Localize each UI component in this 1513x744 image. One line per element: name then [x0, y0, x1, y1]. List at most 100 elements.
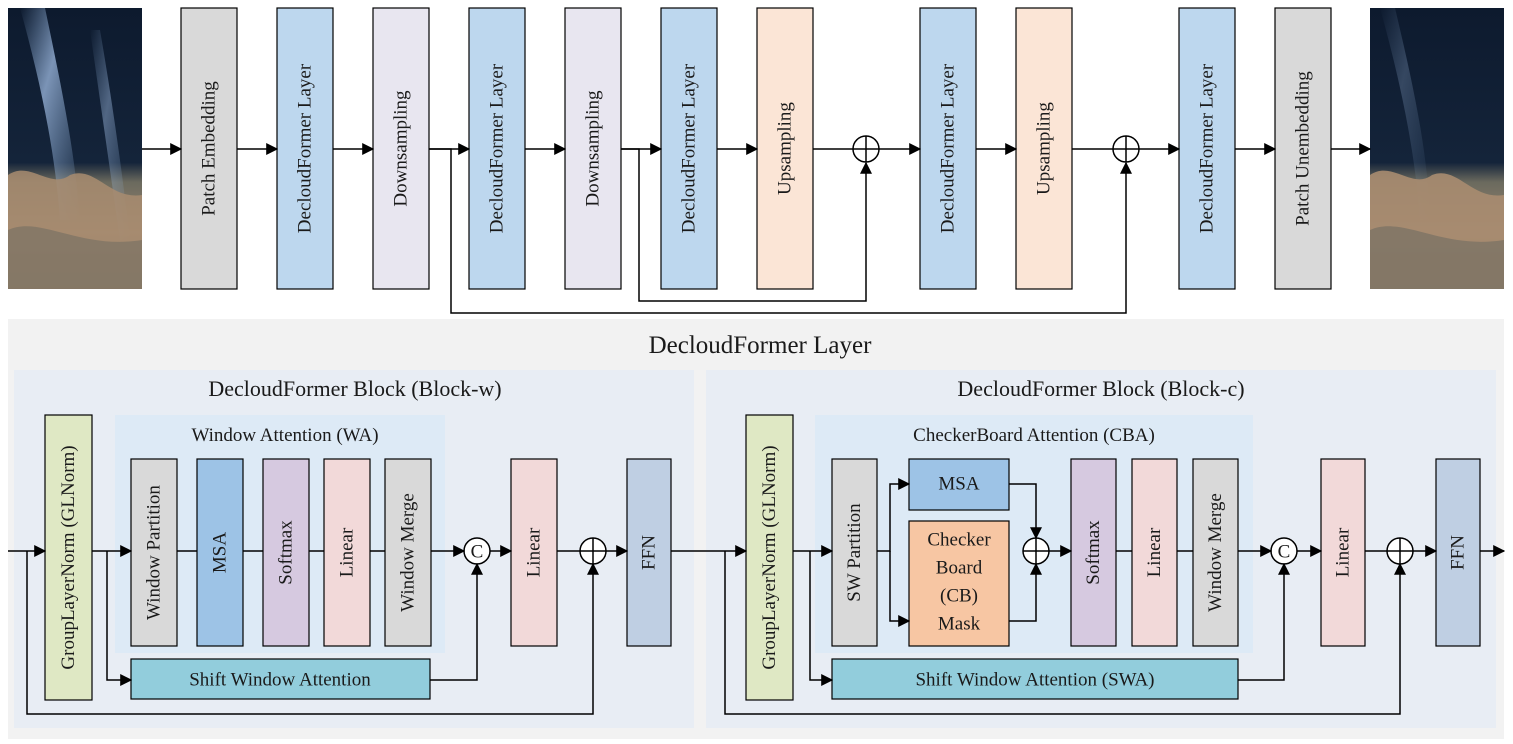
stage-9-upsampling-label: Upsampling: [1034, 102, 1055, 195]
stage-9-upsampling-box: [1015, 7, 1073, 290]
block-c-linear-out-box: [1320, 458, 1366, 647]
stage-3-downsampling: Downsampling: [372, 7, 430, 290]
stage-2-decloudformer-layer: DecloudFormer Layer: [276, 7, 334, 290]
stage-10-decloudformer-layer-label: DecloudFormer Layer: [1197, 63, 1218, 233]
stage-6-decloudformer-layer-box: [660, 7, 718, 290]
stage-7-upsampling-box: [756, 7, 814, 290]
stage-4-decloudformer-layer-box: [468, 7, 526, 290]
block-c-mask-line: Board: [936, 558, 983, 579]
block-w-msa-label: MSA: [210, 532, 231, 573]
block-c-linear-out-label: Linear: [1333, 527, 1354, 577]
block-c-linear-box: [1131, 458, 1178, 647]
stage-10-decloudformer-layer-box: [1178, 7, 1236, 290]
decloudformer-layer-panel: DecloudFormer Layer DecloudFormer Block …: [8, 319, 1506, 739]
stage-8-decloudformer-layer-box: [919, 7, 977, 290]
stage-5-downsampling-label: Downsampling: [583, 90, 604, 207]
block-c-window-merge-label: Window Merge: [1205, 493, 1226, 612]
block-c: DecloudFormer Block (Block-c) CheckerBoa…: [671, 370, 1506, 728]
block-c-mask-line: Checker: [927, 530, 991, 551]
stage-6-decloudformer-layer: DecloudFormer Layer: [660, 7, 718, 290]
block-c-window-merge-box: [1192, 458, 1239, 647]
block-w-glnorm-box: [44, 414, 93, 701]
stage-1-patch-embedding-box: [180, 7, 238, 290]
block-c-msa-label: MSA: [938, 474, 979, 495]
skip-connection-1: [621, 148, 872, 302]
block-w-msa-box: [196, 458, 244, 647]
block-c-mask-line: (CB): [940, 586, 978, 607]
block-c-shift-window-attention: Shift Window Attention (SWA): [831, 658, 1239, 700]
block-w-window-partition-box: [130, 458, 178, 647]
block-w-concat: C: [463, 537, 491, 565]
block-c-ffn: FFN: [1435, 458, 1481, 647]
block-w-linear: Linear: [323, 458, 371, 647]
block-w-glnorm: GroupLayerNorm (GLNorm): [44, 414, 93, 701]
block-w-linear-label: Linear: [337, 527, 358, 577]
stage-4-decloudformer-layer-label: DecloudFormer Layer: [487, 63, 508, 233]
stage-8-decloudformer-layer: DecloudFormer Layer: [919, 7, 977, 290]
block-w-softmax: Softmax: [262, 458, 310, 647]
block-w-linear-out-label: Linear: [524, 527, 545, 577]
block-c-attention-title: CheckerBoard Attention (CBA): [913, 425, 1155, 446]
block-c-residual: [724, 551, 1406, 715]
stage-5-downsampling-box: [564, 7, 622, 290]
block-w-softmax-label: Softmax: [276, 520, 297, 585]
block-c-mask-add: [1022, 537, 1050, 565]
block-c-linear: Linear: [1131, 458, 1178, 647]
block-c-glnorm-box: [745, 414, 794, 701]
block-w-ffn-label: FFN: [639, 535, 660, 570]
block-c-checkerboard-mask: CheckerBoard (CB) Mask: [908, 520, 1010, 647]
block-c-glnorm-label: GroupLayerNorm (GLNorm): [759, 445, 780, 669]
block-c-ffn-label: FFN: [1448, 535, 1469, 570]
connector: [877, 478, 911, 552]
block-c-linear-out: Linear: [1320, 458, 1366, 647]
stage-4-decloudformer-layer: DecloudFormer Layer: [468, 7, 526, 290]
block-c-window-merge: Window Merge: [1192, 458, 1239, 647]
block-c-sw-partition-box: [831, 458, 878, 647]
block-w-msa: MSA: [196, 458, 244, 647]
block-w-linear-box: [323, 458, 371, 647]
block-w-shift-window-attention: Shift Window Attention: [130, 658, 431, 700]
block-c-residual-add: [1386, 537, 1414, 565]
block-w-ffn-box: [626, 458, 672, 647]
block-w-concat-label: C: [471, 542, 484, 563]
skip-add-2: [1112, 135, 1140, 163]
block-w-title: DecloudFormer Block (Block-w): [208, 376, 501, 401]
block-c-concat-label: C: [1278, 542, 1291, 563]
block-w-shift-label: Shift Window Attention: [189, 670, 371, 691]
block-c-concat: C: [1270, 537, 1298, 565]
block-w-window-merge-label: Window Merge: [398, 493, 419, 612]
stage-9-upsampling: Upsampling: [1015, 7, 1073, 290]
stage-7-upsampling-label: Upsampling: [775, 102, 796, 195]
block-c-sw-partition: SW Partition: [831, 458, 878, 647]
block-w-window-partition-label: Window Partition: [144, 485, 165, 620]
block-c-linear-label: Linear: [1144, 527, 1165, 577]
block-c-swa-branch: [809, 551, 834, 686]
block-w-window-merge-box: [384, 458, 432, 647]
block-c-msa: MSA: [908, 458, 1010, 511]
stage-7-upsampling: Upsampling: [756, 7, 814, 290]
stage-5-downsampling: Downsampling: [564, 7, 622, 290]
block-c-ffn-box: [1435, 458, 1481, 647]
block-c-swa-merge: [1238, 562, 1290, 681]
block-c-glnorm: GroupLayerNorm (GLNorm): [745, 414, 794, 701]
block-c-sw-partition-label: SW Partition: [844, 503, 865, 602]
block-c-attention-region: [815, 415, 1253, 653]
block-c-title: DecloudFormer Block (Block-c): [957, 376, 1244, 401]
skip-add-1: [852, 135, 880, 163]
stage-11-patch-unembedding: Patch Unembedding: [1274, 7, 1332, 290]
block-w-glnorm-label: GroupLayerNorm (GLNorm): [58, 445, 79, 669]
connector: [1009, 483, 1042, 540]
block-w-ffn: FFN: [626, 458, 672, 647]
stage-8-decloudformer-layer-label: DecloudFormer Layer: [938, 63, 959, 233]
stage-2-decloudformer-layer-label: DecloudFormer Layer: [295, 63, 316, 233]
output-clear-image: [1370, 8, 1504, 289]
block-c-softmax-label: Softmax: [1083, 520, 1104, 585]
block-c-mask-line: Mask: [938, 614, 981, 635]
connector: [1009, 562, 1042, 622]
block-w-linear-out-box: [510, 458, 558, 647]
stage-11-patch-unembedding-box: [1274, 7, 1332, 290]
input-cloudy-image: [8, 8, 142, 289]
stage-6-decloudformer-layer-label: DecloudFormer Layer: [679, 63, 700, 233]
block-w-linear-out: Linear: [510, 458, 558, 647]
